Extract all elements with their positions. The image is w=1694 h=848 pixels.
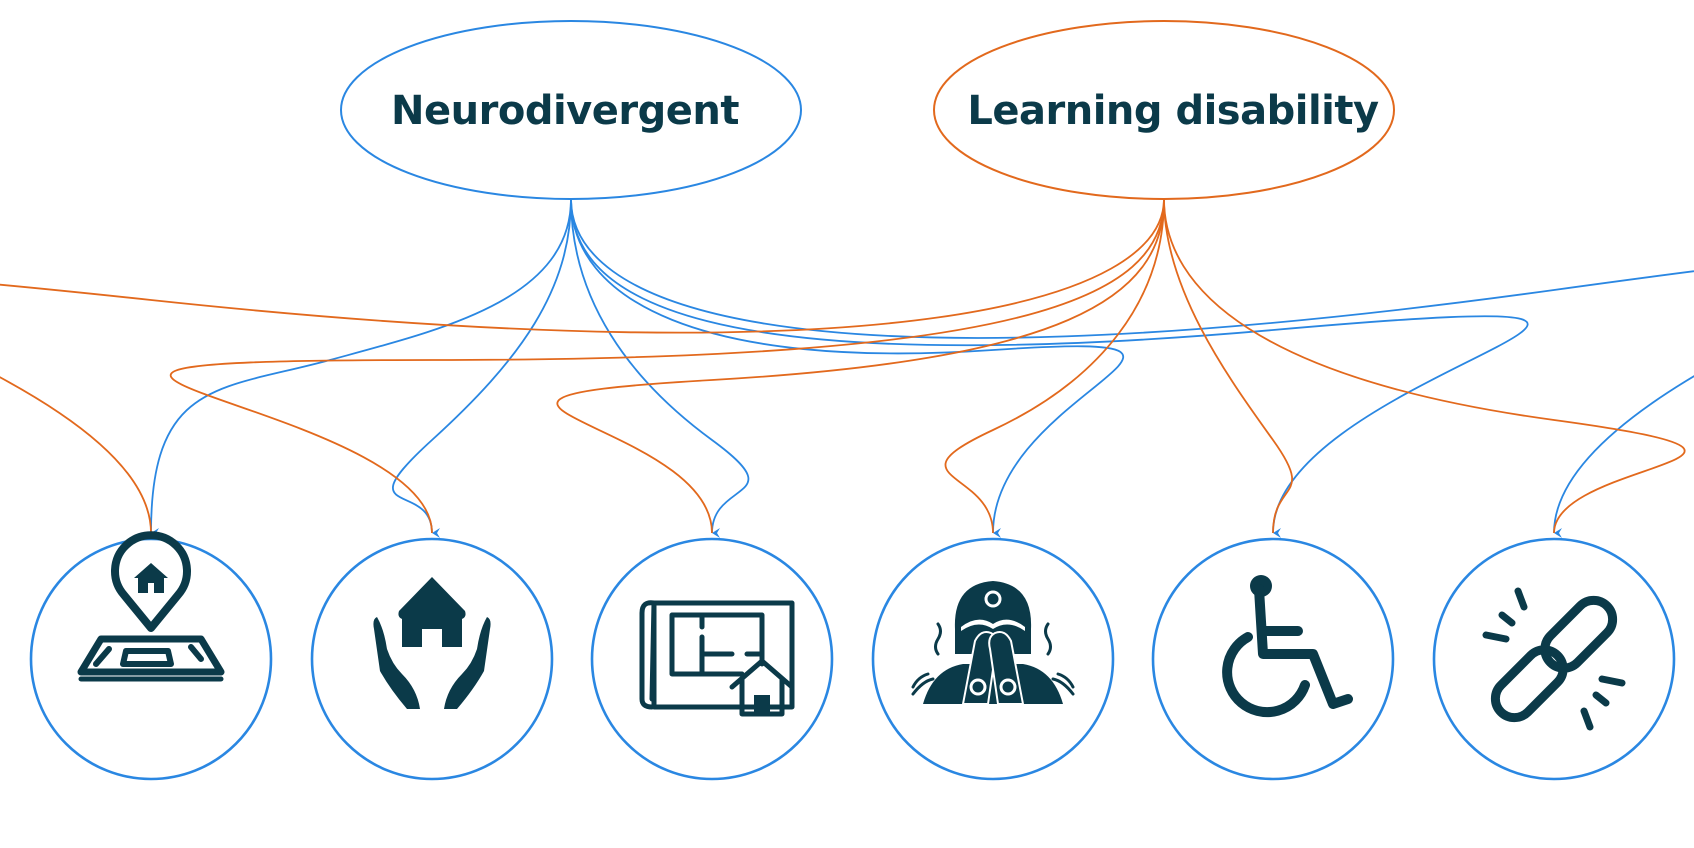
wheelchair-icon <box>1222 575 1353 718</box>
edges-layer <box>0 198 1694 539</box>
distressed-person-icon <box>911 581 1075 705</box>
target-node-3[interactable] <box>590 537 834 781</box>
map-location-home-icon <box>77 531 225 682</box>
edge-neurodivergent-to-t3 <box>570 198 750 539</box>
house-blueprint-icon <box>639 600 795 717</box>
target-node-2[interactable] <box>310 537 554 781</box>
broken-link-icon <box>1482 587 1626 731</box>
edge-neurodivergent-to-t5 <box>570 198 1529 539</box>
source-node-learning-disability[interactable]: Learning disability <box>933 20 1395 200</box>
edge-learning-disability-to-t5 <box>1163 198 1293 534</box>
edge-neurodivergent-to-t2 <box>392 198 572 538</box>
source-ellipse-neurodivergent <box>340 20 802 200</box>
target-node-4[interactable] <box>871 537 1115 781</box>
edge-learning-disability-to-t6 <box>1163 198 1686 534</box>
edge-learning-disability-to-t1 <box>0 198 1165 534</box>
edge-learning-disability-to-t4 <box>944 198 1165 534</box>
edge-neurodivergent-to-t4 <box>570 198 1124 539</box>
source-node-neurodivergent[interactable]: Neurodivergent <box>340 20 802 200</box>
source-ellipse-learning-disability <box>933 20 1395 200</box>
target-node-1[interactable] <box>29 531 273 781</box>
source-label-learning-disability: Learning disability <box>967 88 1379 134</box>
source-label-neurodivergent: Neurodivergent <box>391 88 739 134</box>
target-circle <box>1432 537 1676 781</box>
edge-learning-disability-to-t2 <box>169 198 1165 534</box>
edge-learning-disability-to-t3 <box>556 198 1165 534</box>
edge-neurodivergent-to-t1 <box>150 198 572 539</box>
target-node-6[interactable] <box>1432 537 1676 781</box>
target-circle <box>590 537 834 781</box>
edge-neurodivergent-to-t6 <box>570 198 1694 539</box>
target-circle <box>310 537 554 781</box>
hands-holding-house-icon <box>373 577 491 709</box>
target-node-5[interactable] <box>1151 537 1395 781</box>
